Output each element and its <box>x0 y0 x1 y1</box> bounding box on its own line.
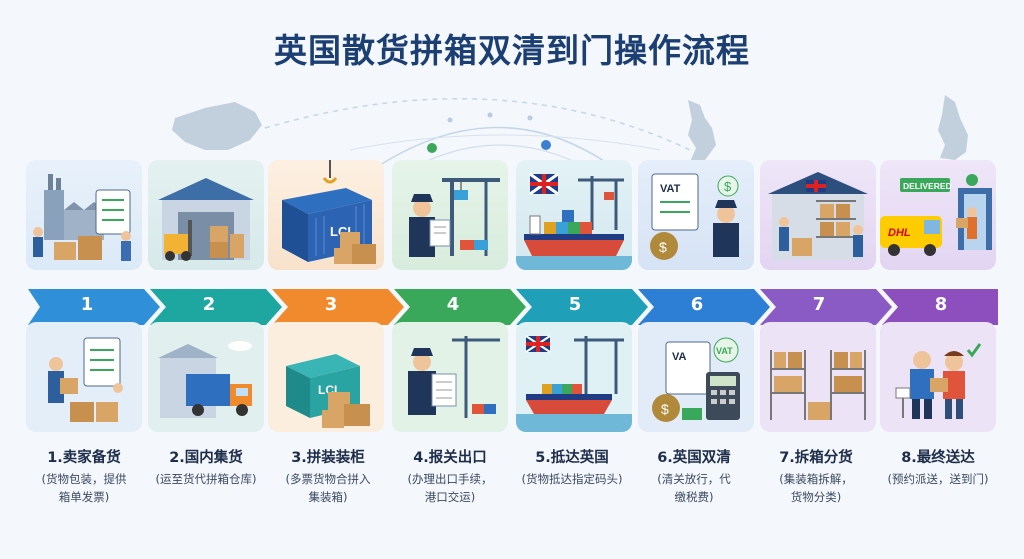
scene-domestic-warehouse <box>148 160 264 270</box>
step-desc-4: (办理出口手续，港口交运) <box>407 472 493 504</box>
step-number-4: 4 <box>446 294 460 315</box>
step-number-6: 6 <box>690 294 704 315</box>
step-number-7: 7 <box>812 294 826 315</box>
detail-domestic-transport <box>148 322 264 432</box>
truck-icon <box>186 374 230 406</box>
scene-uk-customs: VAT $ $ <box>638 160 754 270</box>
detail-arrival <box>516 322 632 432</box>
step-number-2: 2 <box>202 294 216 315</box>
route-arcs <box>172 95 968 176</box>
uk-flag-icon-3 <box>525 335 551 353</box>
detail-seller-prep <box>26 322 142 432</box>
money-bag-icon <box>650 232 678 260</box>
detail-export <box>392 322 508 432</box>
step-title-3: 3.拼装装柜 <box>291 450 365 466</box>
uk-map-icon-2 <box>938 95 968 160</box>
svg-text:DHL: DHL <box>888 227 911 239</box>
check-icon <box>966 174 978 186</box>
vat-badge: VAT <box>716 346 733 356</box>
step-title-1: 1.卖家备货 <box>47 450 121 466</box>
uk-flag-icon-2 <box>806 180 826 192</box>
step-title-6: 6.英国双清 <box>657 450 731 466</box>
step-desc-3: (多票货物合拼入集装箱) <box>285 472 371 504</box>
vat-label: VAT <box>660 183 681 195</box>
detail-uk-customs: VA VAT $ <box>638 322 754 432</box>
scene-deconsolidation <box>760 160 876 270</box>
process-chevron-band <box>28 289 998 325</box>
svg-text:$: $ <box>661 401 669 417</box>
scene-final-delivery: DELIVERED DHL <box>880 160 996 270</box>
check-icon-2 <box>966 343 982 358</box>
step-title-8: 8.最终送达 <box>901 450 975 466</box>
step-number-3: 3 <box>324 294 338 315</box>
page-title: 英国散货拼箱双清到门操作流程 <box>274 31 750 70</box>
step-title-7: 7.拆箱分货 <box>779 450 853 466</box>
step-desc-6: (清关放行，代缴税费) <box>657 472 731 504</box>
step-number-1: 1 <box>80 294 94 315</box>
step-desc-8: (预约派送，送到门) <box>887 472 989 486</box>
money-bag-icon-2 <box>652 394 680 422</box>
uk-pin-icon <box>541 140 551 150</box>
scene-export-customs <box>392 160 508 270</box>
scene-container-loading: LCL <box>268 160 384 270</box>
svg-text:$: $ <box>724 179 732 194</box>
step-title-4: 4.报关出口 <box>413 450 487 466</box>
scene-arrive-uk <box>516 160 632 270</box>
svg-text:$: $ <box>659 239 667 255</box>
step-number-5: 5 <box>568 294 582 315</box>
step-desc-5: (货物抵达指定码头) <box>521 472 623 486</box>
step-title-2: 2.国内集货 <box>169 450 243 466</box>
delivered-sign: DELIVERED <box>903 181 952 191</box>
step-title-5: 5.抵达英国 <box>535 450 609 466</box>
detail-delivery <box>880 322 996 432</box>
china-map-icon <box>172 102 262 150</box>
step-desc-1: (货物包装，提供箱单发票) <box>41 472 127 504</box>
step-desc-2: (运至货代拼箱仓库) <box>155 472 257 486</box>
step-desc-7: (集装箱拆解，货物分类) <box>779 472 853 504</box>
uk-flag-icon <box>529 172 559 196</box>
detail-container: LCL <box>268 322 384 432</box>
va-label: VA <box>672 351 687 363</box>
uk-map-icon <box>688 100 716 162</box>
detail-sorting <box>760 322 876 432</box>
step-number-8: 8 <box>934 294 948 315</box>
scene-seller-prep <box>26 160 142 270</box>
coin-icon <box>717 175 739 197</box>
china-pin-icon <box>427 143 437 153</box>
